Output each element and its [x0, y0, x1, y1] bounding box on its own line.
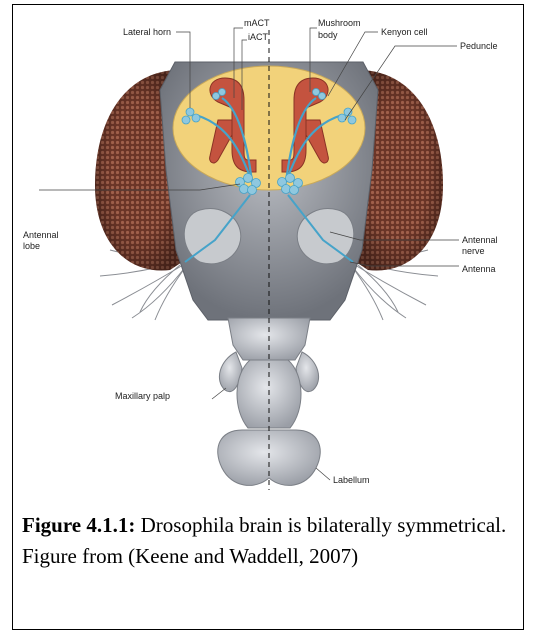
label-antenna: Antenna	[462, 264, 496, 274]
label-lateral-horn: Lateral horn	[123, 27, 171, 37]
label-mushroom-body-2: body	[318, 30, 338, 40]
label-antennal-lobe-1: Antennal	[23, 230, 59, 240]
label-mact: mACT	[244, 18, 270, 28]
caption-label: Figure 4.1.1:	[22, 513, 135, 537]
label-iact: iACT	[248, 32, 269, 42]
label-peduncle: Peduncle	[460, 41, 498, 51]
label-labellum: Labellum	[333, 475, 370, 485]
label-mushroom-body-1: Mushroom	[318, 18, 361, 28]
label-kenyon-cell: Kenyon cell	[381, 27, 428, 37]
label-antennal-nerve-2: nerve	[462, 246, 485, 256]
label-antennal-nerve-1: Antennal	[462, 235, 498, 245]
label-antennal-lobe-2: lobe	[23, 241, 40, 251]
figure-caption: Figure 4.1.1: Drosophila brain is bilate…	[22, 510, 517, 572]
label-maxillary-palp: Maxillary palp	[115, 391, 170, 401]
